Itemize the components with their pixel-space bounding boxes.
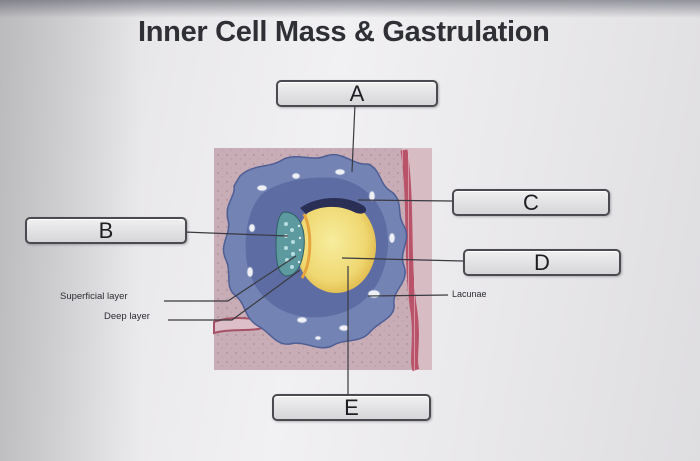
- label-box-a[interactable]: A: [276, 80, 438, 107]
- embryonic-disc: [275, 211, 312, 279]
- label-box-c[interactable]: C: [452, 189, 610, 216]
- page-title: Inner Cell Mass & Gastrulation: [138, 16, 550, 48]
- leader-lines: [164, 103, 464, 394]
- label-box-d[interactable]: D: [463, 249, 621, 276]
- photo-shading-top: [0, 0, 700, 18]
- superficial-layer-label: Superficial layer: [60, 291, 128, 302]
- label-box-b[interactable]: B: [25, 217, 187, 244]
- deep-layer-label: Deep layer: [104, 311, 150, 322]
- amniotic-cavity-membrane: [300, 197, 367, 214]
- label-box-e[interactable]: E: [272, 394, 431, 421]
- lacunae-spaces: [246, 168, 396, 341]
- lacunae-label: Lacunae: [452, 289, 487, 299]
- blastocoel: [296, 199, 376, 293]
